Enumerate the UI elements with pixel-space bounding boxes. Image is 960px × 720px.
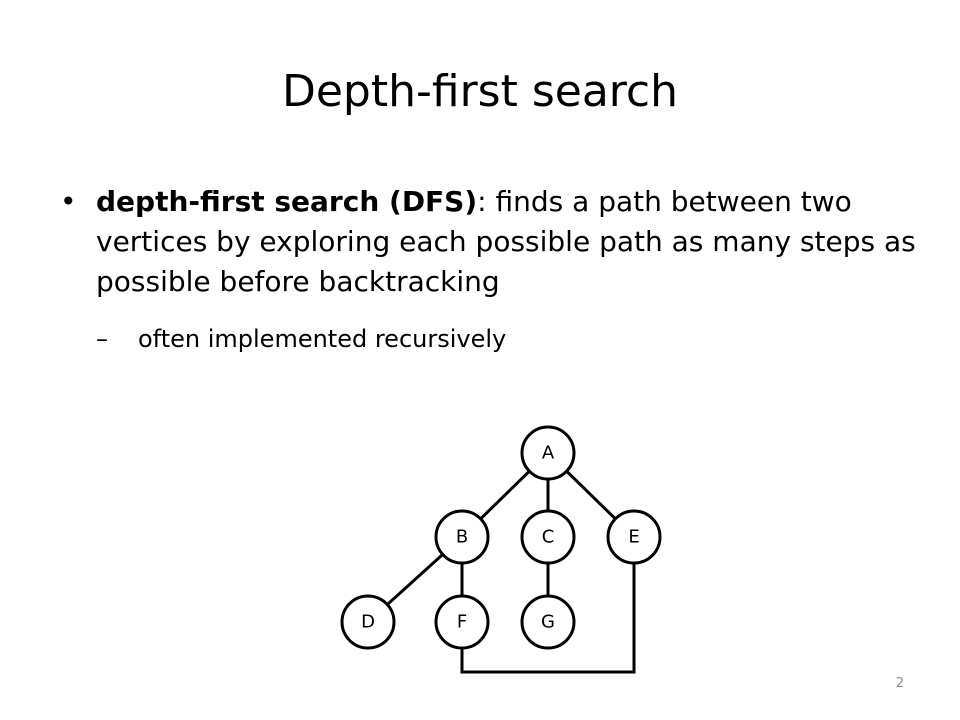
node-g: G [520,594,576,650]
node-f-circle [434,594,490,650]
node-f: F [434,594,490,650]
node-a-circle [520,425,576,481]
node-e-label: E [628,527,639,548]
node-e-circle [606,509,662,565]
sub-bullet-item: – often implemented recursively [60,322,920,356]
bullet-text: finds a path between two vertices by exp… [96,185,916,298]
node-d: D [340,594,396,650]
node-a-label: A [542,443,555,464]
bullet-colon: : [477,185,487,218]
slide-title: Depth-first search [281,66,679,117]
node-c-label: C [542,527,555,548]
edge-layer [366,451,636,674]
node-g-circle [520,594,576,650]
node-e: E [606,509,662,565]
bullet-item: • depth-first search (DFS): finds a path… [60,182,920,302]
node-d-circle [340,594,396,650]
sub-bullet-text: often implemented recursively [138,325,507,353]
node-f-label: F [457,612,467,633]
bullet-list: • depth-first search (DFS): finds a path… [60,182,920,356]
node-b-circle [434,509,490,565]
node-g-label: G [541,612,555,633]
node-b-label: B [456,527,468,548]
sub-bullet-marker: – [96,325,108,353]
node-c: C [520,509,576,565]
node-b: B [434,509,490,565]
node-d-label: D [361,612,375,633]
node-a: A [520,425,576,481]
node-c-circle [520,509,576,565]
bullet-term: depth-first search (DFS) [96,185,478,218]
node-layer: A B C E D F G [340,425,662,650]
bullet-marker: • [60,185,77,218]
slide-number: 2 [895,676,904,691]
